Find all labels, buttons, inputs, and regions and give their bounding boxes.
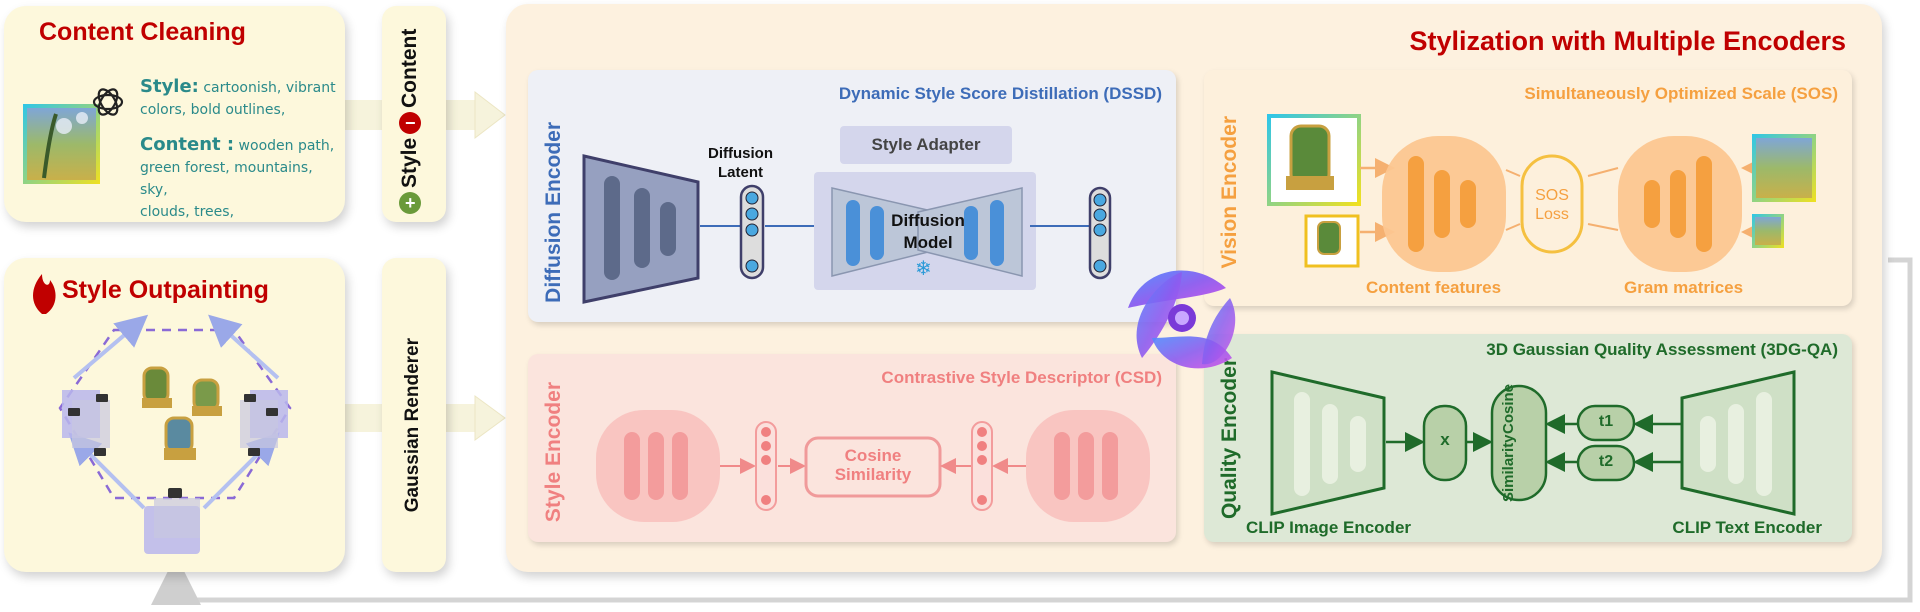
content-text-3: clouds, trees, (140, 204, 235, 220)
content-cleaning-panel: Content Cleaning Style: cartoonish, vibr… (4, 6, 345, 222)
sos-loss-label: SOS Loss (1522, 186, 1582, 224)
csd-cosine-similarity: Cosine Similarity (806, 446, 940, 484)
csd-cos-line-2: Similarity (834, 465, 912, 484)
diffusion-latent-label: Diffusion Latent (708, 144, 773, 182)
camera-ring-illustration (58, 314, 292, 554)
content-text-1: wooden path, (238, 138, 335, 154)
style-text-2: colors, bold outlines, (140, 102, 286, 118)
gaussian-renderer-connector: Gaussian Renderer (382, 258, 446, 572)
style-key: Style: (140, 76, 199, 97)
latent-line-2: Latent (718, 164, 763, 181)
dssd-title: Dynamic Style Score Distillation (DSSD) (838, 84, 1162, 103)
qa-multiply-label: x (1440, 430, 1450, 449)
style-outpainting-panel: Style Outpainting (4, 258, 345, 572)
t2-token: t2 (1598, 453, 1614, 470)
model-line-2: Model (903, 233, 953, 252)
painting-thumbnail (23, 104, 100, 184)
content-key: Content : (140, 134, 235, 155)
qa-title: 3D Gaussian Quality Assessment (3DG-QA) (1486, 340, 1838, 359)
model-line-1: Diffusion (891, 211, 965, 230)
csd-cos-line-1: Cosine (844, 446, 902, 465)
gram-matrices-label: Gram matrices (1624, 278, 1744, 297)
style-description: Style: cartoonish, vibrant colors, bold … (140, 76, 340, 121)
clip-text-encoder-label: CLIP Text Encoder (1672, 518, 1822, 537)
flame-icon (33, 274, 56, 314)
style-adapter: Style Adapter (840, 126, 1012, 164)
sos-loss-line-2: Loss (1535, 206, 1569, 223)
sos-title: Simultaneously Optimized Scale (SOS) (1524, 84, 1838, 103)
style-outpainting-title: Style Outpainting (62, 276, 269, 304)
clip-image-encoder-label: CLIP Image Encoder (1246, 518, 1412, 537)
content-description: Content : wooden path, green forest, mou… (140, 134, 340, 223)
content-features-label: Content features (1366, 278, 1502, 297)
content-cleaning-title: Content Cleaning (39, 18, 246, 46)
diffusion-model-label: Diffusion Model (880, 210, 976, 254)
llm-logo-icon (92, 88, 124, 116)
snowflake-icon: ❄ (915, 258, 932, 280)
latent-line-1: Diffusion (708, 145, 773, 162)
csd-title: Contrastive Style Descriptor (CSD) (881, 368, 1162, 387)
sos-loss-line-1: SOS (1535, 187, 1569, 204)
style-text-1: cartoonish, vibrant (203, 80, 336, 96)
main-title: Stylization with Multiple Encoders (1409, 26, 1846, 56)
t1-token: t1 (1598, 413, 1614, 430)
style-minus-content-connector: + Style − Content (382, 6, 446, 222)
content-text-2: green forest, mountains, sky, (140, 160, 313, 198)
